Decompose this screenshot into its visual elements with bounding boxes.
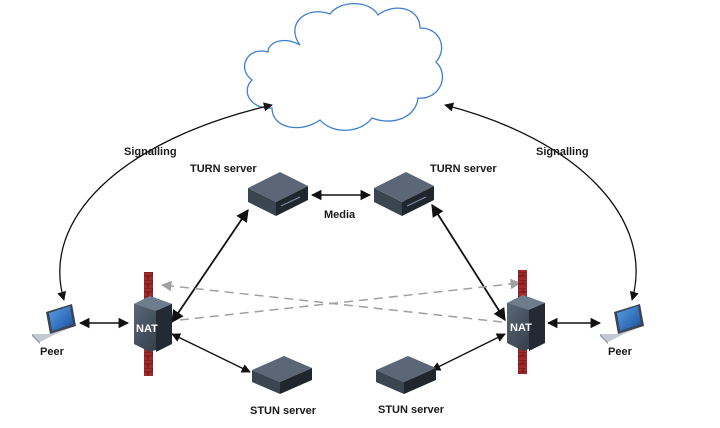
nat-stun-arrow-right [431,333,506,371]
nat-turn-arrow-left [171,208,249,324]
dashed-arrow-to-right-nat [179,278,522,321]
signalling-arrow-right [444,102,639,301]
peer-left-label: Peer [40,346,64,358]
peer-laptop-left-icon [32,304,76,344]
stun-server-right-icon [376,356,436,394]
turn-server-left-icon [248,172,308,216]
signalling-left-label: Signalling [124,146,177,158]
stun-server-left-label: STUN server [250,405,317,417]
nat-device-left: NAT [134,296,172,352]
cloud-shape [243,3,444,131]
nat-turn-arrow-right [431,203,506,322]
signalling-arrow-left [57,102,273,301]
stun-server-right-label: STUN server [378,404,445,416]
nat-left-label: NAT [136,323,158,335]
peer-laptop-right-icon [600,304,644,344]
turn-server-right-icon [374,172,434,216]
peer-right-label: Peer [608,346,632,358]
nat-right-label: NAT [510,322,532,334]
stun-server-left-icon [252,356,312,394]
turn-server-left-label: TURN server [190,163,257,175]
nat-device-right: NAT [507,295,545,351]
nat-stun-arrow-left [171,333,251,373]
turn-server-right-label: TURN server [430,163,497,175]
signalling-right-label: Signalling [536,146,589,158]
media-label: Media [324,209,356,221]
